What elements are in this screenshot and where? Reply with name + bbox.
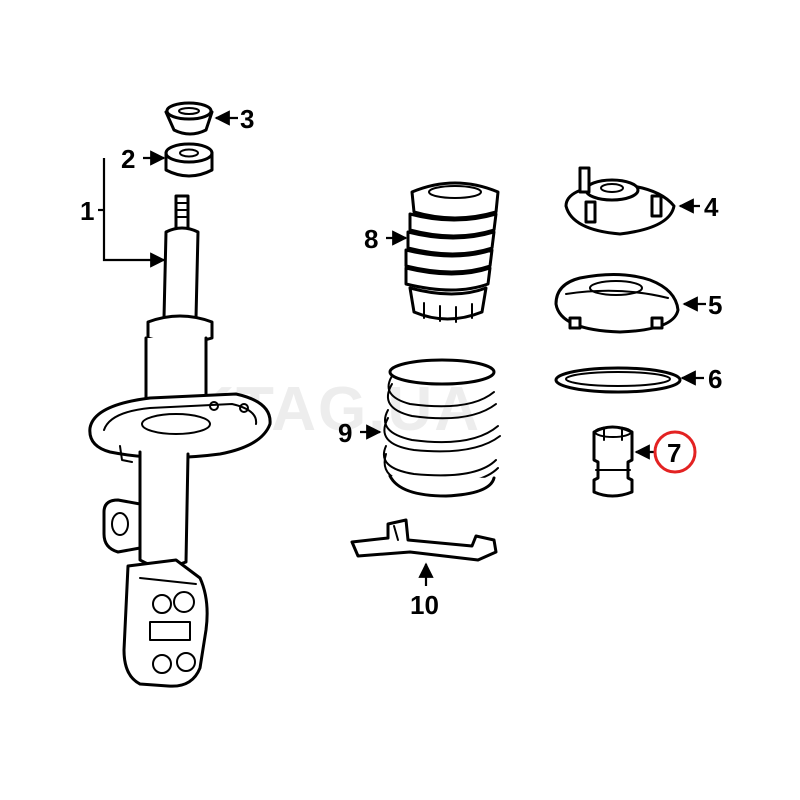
- callout-9: 9: [338, 418, 352, 448]
- callout-7: 7: [667, 438, 681, 468]
- part-2-nut: [164, 142, 214, 178]
- part-10-spring-insulator: [350, 518, 498, 562]
- part-4-strut-mount: [564, 166, 676, 236]
- callout-6: 6: [708, 364, 722, 394]
- part-8-dust-boot: [404, 181, 500, 323]
- callout-7-highlight-circle: [653, 430, 697, 474]
- part-1-strut-assembly: [88, 194, 272, 688]
- callout-5: 5: [708, 290, 722, 320]
- part-9-coil-spring: [383, 358, 501, 498]
- part-6-ring: [554, 366, 682, 394]
- callout-10: 10: [410, 590, 439, 620]
- callout-1: 1: [80, 196, 94, 226]
- callout-4: 4: [704, 192, 719, 222]
- part-5-upper-insulator: [554, 272, 680, 334]
- callout-3: 3: [240, 104, 254, 134]
- part-7-bump-stop: [592, 425, 634, 498]
- callout-8: 8: [364, 224, 378, 254]
- callout-2: 2: [121, 144, 135, 174]
- part-3-cap: [164, 101, 214, 136]
